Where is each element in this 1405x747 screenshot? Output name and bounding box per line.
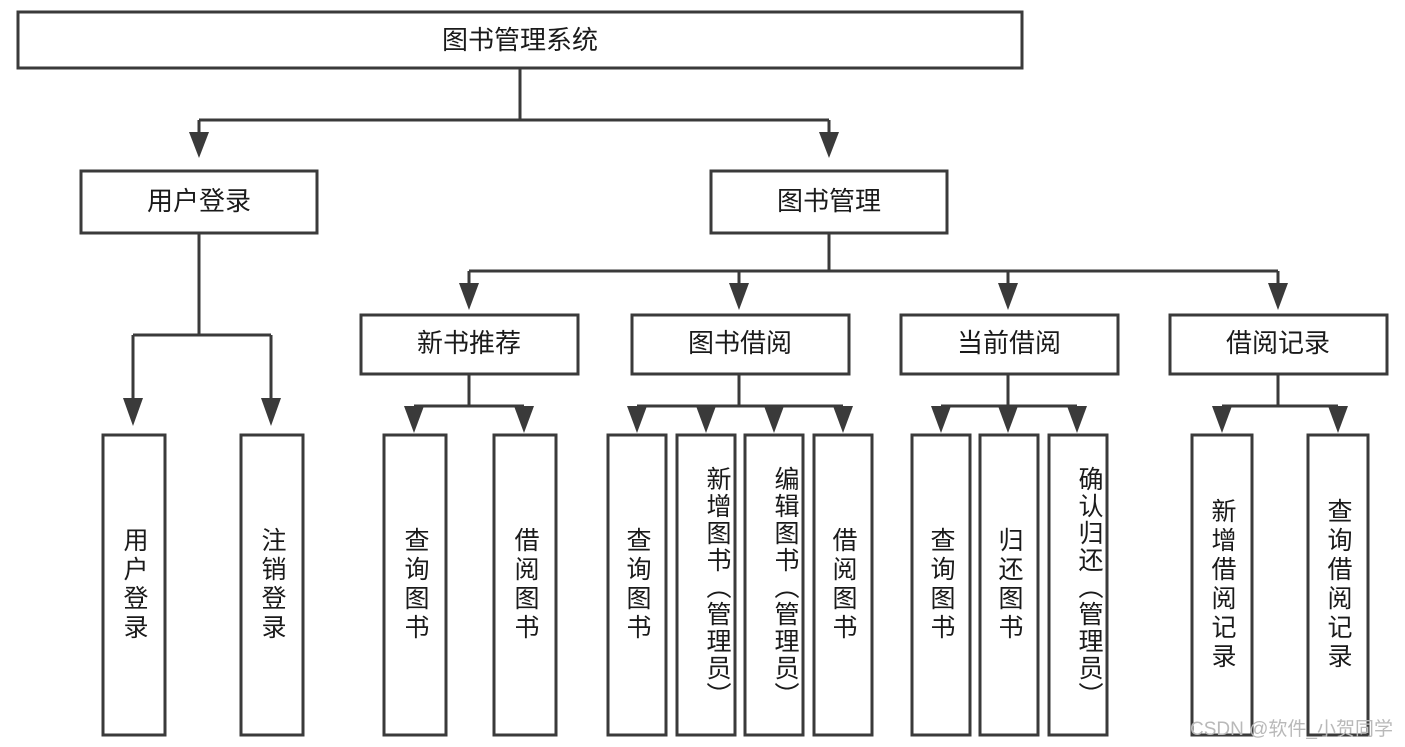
leaf-box-book-borrow-3[interactable] bbox=[743, 433, 805, 737]
connector-group-user-login bbox=[123, 233, 281, 426]
arrow-head-bookmgmt-child-3 bbox=[998, 283, 1018, 310]
node-book-management-box[interactable] bbox=[709, 169, 949, 235]
connector-group-borrow-record bbox=[1212, 375, 1348, 433]
arrow-head-newbook-leaf-1 bbox=[404, 406, 424, 433]
leaf-label-book-borrow-4: 借阅图书 bbox=[829, 527, 857, 643]
node-user-login[interactable]: 用户登录 bbox=[79, 169, 319, 235]
leaf-box-new-book-1[interactable] bbox=[382, 433, 448, 737]
leaf-box-book-borrow-4[interactable] bbox=[812, 433, 874, 737]
connector-group-book-mgmt bbox=[459, 233, 1288, 310]
arrow-head-login-leaf-2 bbox=[261, 398, 281, 426]
node-book-management-label: 图书管理 bbox=[777, 186, 881, 216]
arrow-head-newbook-leaf-2 bbox=[514, 406, 534, 433]
node-book-management[interactable]: 图书管理 bbox=[709, 169, 949, 235]
node-root-label: 图书管理系统 bbox=[442, 25, 598, 55]
node-book-borrow-box[interactable] bbox=[630, 313, 851, 376]
arrow-head-borrowrecord-leaf-1 bbox=[1212, 406, 1232, 433]
leaf-box-current-borrow-2[interactable] bbox=[978, 433, 1040, 737]
leaf-label-user-login-2: 注销登录 bbox=[258, 527, 286, 643]
arrow-head-bookborrow-leaf-3 bbox=[764, 406, 784, 433]
node-root[interactable]: 图书管理系统 bbox=[16, 10, 1024, 70]
leaf-box-borrow-record-1[interactable] bbox=[1190, 433, 1254, 737]
arrow-head-bookmgmt-child-2 bbox=[729, 283, 749, 310]
leaf-box-book-borrow-1[interactable] bbox=[606, 433, 668, 737]
leaf-box-book-borrow-2[interactable] bbox=[675, 433, 737, 737]
connector-group-root bbox=[189, 68, 839, 158]
arrow-head-currentborrow-leaf-1 bbox=[931, 406, 951, 433]
node-new-book-recommend-box[interactable] bbox=[359, 313, 580, 376]
leaf-boxes bbox=[101, 433, 1370, 737]
node-current-borrow-label: 当前借阅 bbox=[957, 328, 1061, 358]
arrow-head-root-to-login bbox=[189, 132, 209, 158]
node-user-login-label: 用户登录 bbox=[147, 186, 251, 216]
leaf-label-current-borrow-3: 确认归还（管理员） bbox=[1075, 465, 1103, 709]
node-current-borrow[interactable]: 当前借阅 bbox=[899, 313, 1120, 376]
leaf-label-book-borrow-3: 编辑图书（管理员） bbox=[771, 465, 799, 709]
leaf-label-borrow-record-1: 新增借阅记录 bbox=[1208, 498, 1236, 672]
connector-group-new-book bbox=[404, 375, 534, 433]
node-current-borrow-box[interactable] bbox=[899, 313, 1120, 376]
arrow-head-currentborrow-leaf-2 bbox=[998, 406, 1018, 433]
arrow-head-currentborrow-leaf-3 bbox=[1067, 406, 1087, 433]
arrow-head-bookmgmt-child-4 bbox=[1268, 283, 1288, 310]
arrow-head-borrowrecord-leaf-2 bbox=[1328, 406, 1348, 433]
arrow-head-bookmgmt-child-1 bbox=[459, 283, 479, 310]
leaf-label-user-login-1: 用户登录 bbox=[120, 527, 148, 643]
node-user-login-box[interactable] bbox=[79, 169, 319, 235]
arrow-head-login-leaf-1 bbox=[123, 398, 143, 426]
node-borrow-record-box[interactable] bbox=[1168, 313, 1389, 376]
connector-group-current-borrow bbox=[931, 375, 1087, 433]
leaf-box-user-login-2[interactable] bbox=[239, 433, 305, 737]
leaf-label-new-book-2: 借阅图书 bbox=[511, 527, 539, 643]
leaf-box-new-book-2[interactable] bbox=[492, 433, 558, 737]
node-book-borrow-label: 图书借阅 bbox=[688, 328, 792, 358]
leaf-label-new-book-1: 查询图书 bbox=[401, 527, 429, 643]
node-new-book-recommend[interactable]: 新书推荐 bbox=[359, 313, 580, 376]
leaf-box-user-login-1[interactable] bbox=[101, 433, 167, 737]
arrow-head-bookborrow-leaf-2 bbox=[696, 406, 716, 433]
arrow-head-bookborrow-leaf-4 bbox=[833, 406, 853, 433]
leaf-label-book-borrow-1: 查询图书 bbox=[623, 527, 651, 643]
node-book-borrow[interactable]: 图书借阅 bbox=[630, 313, 851, 376]
node-new-book-recommend-label: 新书推荐 bbox=[417, 328, 521, 358]
leaf-label-book-borrow-2: 新增图书（管理员） bbox=[703, 465, 731, 709]
arrow-head-bookborrow-leaf-1 bbox=[627, 406, 647, 433]
node-borrow-record[interactable]: 借阅记录 bbox=[1168, 313, 1389, 376]
leaf-box-current-borrow-3[interactable] bbox=[1047, 433, 1109, 737]
leaf-label-borrow-record-2: 查询借阅记录 bbox=[1324, 498, 1352, 672]
arrow-head-root-to-bookmgmt bbox=[819, 132, 839, 158]
leaf-box-borrow-record-2[interactable] bbox=[1306, 433, 1370, 737]
leaf-box-current-borrow-1[interactable] bbox=[910, 433, 972, 737]
node-root-box[interactable] bbox=[16, 10, 1024, 70]
node-borrow-record-label: 借阅记录 bbox=[1226, 328, 1330, 358]
leaf-label-current-borrow-1: 查询图书 bbox=[927, 527, 955, 643]
leaf-label-current-borrow-2: 归还图书 bbox=[995, 527, 1023, 643]
connector-group-book-borrow bbox=[627, 375, 853, 433]
